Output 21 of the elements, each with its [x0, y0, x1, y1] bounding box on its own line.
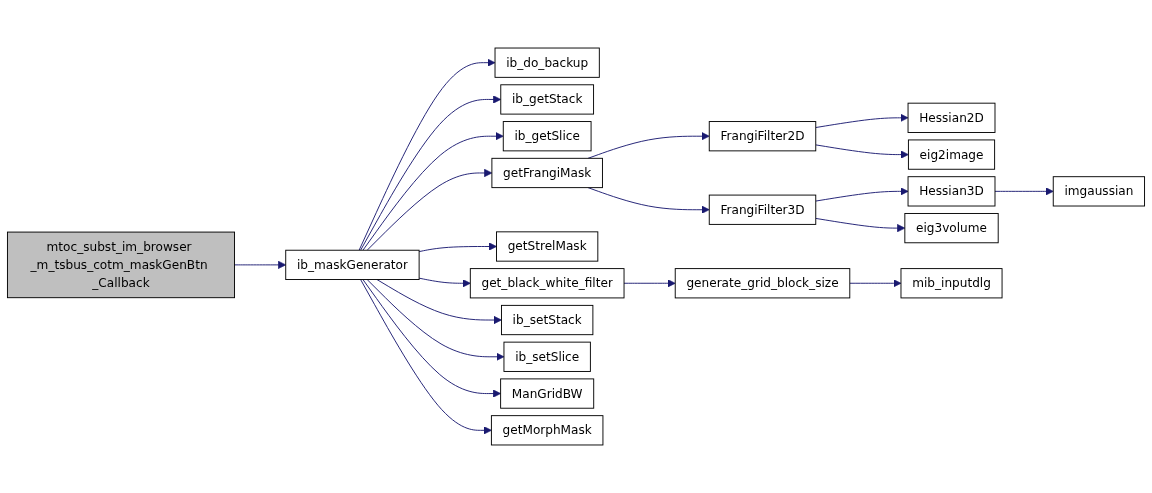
node-box: FrangiFilter2D: [708, 121, 817, 152]
node-box: eig3volume: [904, 213, 999, 244]
node-box: ib_setStack: [501, 304, 594, 336]
node-box: ib_do_backup: [494, 47, 600, 78]
node-box: ib_getStack: [500, 84, 595, 115]
node-box: mtoc_subst_im_browser _m_tsbus_cotm_maskGenBtn _Callback: [7, 231, 235, 299]
node-box: getStrelMask: [496, 231, 599, 262]
node-box: imgaussian: [1052, 176, 1145, 207]
node-box: mib_inputdlg: [900, 268, 1003, 299]
node-box: FrangiFilter3D: [708, 194, 817, 225]
node-box: ib_getSlice: [502, 121, 592, 152]
node-box: getFrangiMask: [491, 157, 603, 189]
node-box: getMorphMask: [490, 415, 604, 446]
node-box: ManGridBW: [500, 378, 595, 409]
node-box: eig2image: [907, 139, 996, 170]
node-box: Hessian2D: [907, 102, 996, 133]
node-box: ib_maskGenerator: [285, 249, 420, 280]
node-box: Hessian3D: [907, 176, 996, 207]
node-box: generate_grid_block_size: [674, 268, 851, 299]
node-box: ib_setSlice: [503, 341, 591, 372]
node-box: get_black_white_filter: [469, 268, 625, 299]
